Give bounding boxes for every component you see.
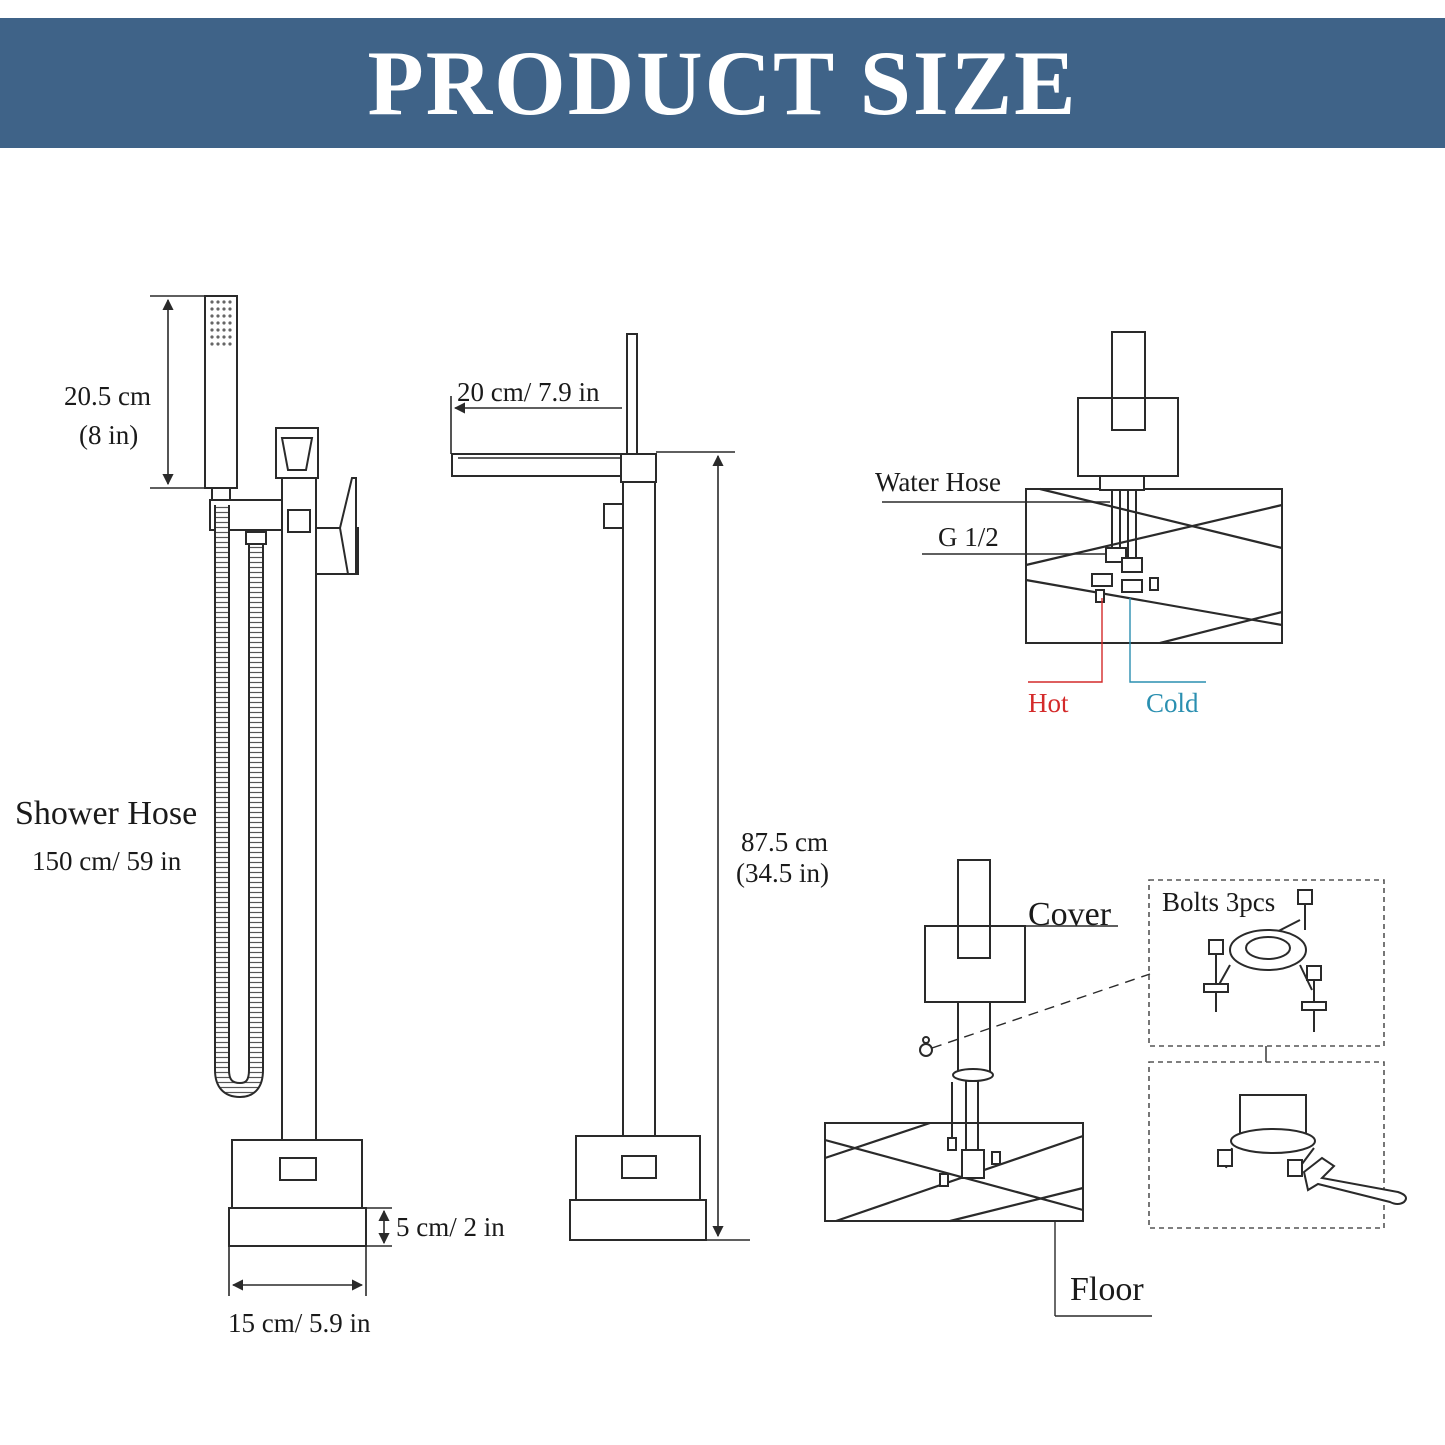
water-hose-label: Water Hose — [875, 467, 1002, 497]
cold-label: Cold — [1146, 688, 1199, 718]
bolts-detail-box — [1148, 879, 1385, 1047]
installation-diagram — [824, 859, 1084, 1223]
handshower-nozzles — [210, 300, 232, 346]
total-height-cm-label: 87.5 cm — [741, 827, 828, 857]
leader-lines-top-right — [882, 501, 1206, 683]
handshower-icon — [204, 295, 238, 489]
handshower-length-cm-label: 20.5 cm — [64, 381, 151, 411]
handshower-length-in-label: (8 in) — [79, 420, 139, 450]
wrench-icon — [1302, 1156, 1407, 1205]
shower-hose-title: Shower Hose — [15, 795, 198, 832]
page-title: PRODUCT SIZE — [367, 32, 1078, 134]
leader-lines-bottom-right — [931, 925, 1267, 1317]
hot-label: Hot — [1028, 688, 1069, 718]
bolts-label: Bolts 3pcs — [1162, 887, 1276, 917]
thread-label: G 1/2 — [938, 522, 999, 552]
base-height-label: 5 cm/ 2 in — [396, 1212, 505, 1242]
water-hose-diagram — [1025, 331, 1283, 645]
cover-label: Cover — [1028, 896, 1112, 933]
dimension-lines-middle — [450, 396, 750, 1241]
floor-label: Floor — [1070, 1271, 1144, 1308]
header-banner: PRODUCT SIZE — [0, 18, 1445, 148]
wrench-detail-box — [1148, 1061, 1407, 1229]
spout-reach-label: 20 cm/ 7.9 in — [457, 377, 600, 407]
shower-hose-length-label: 150 cm/ 59 in — [32, 846, 182, 876]
total-height-in-label: (34.5 in) — [736, 858, 829, 888]
dimension-lines-left — [150, 295, 392, 1296]
base-width-label: 15 cm/ 5.9 in — [228, 1308, 371, 1338]
side-view-faucet — [451, 333, 707, 1241]
